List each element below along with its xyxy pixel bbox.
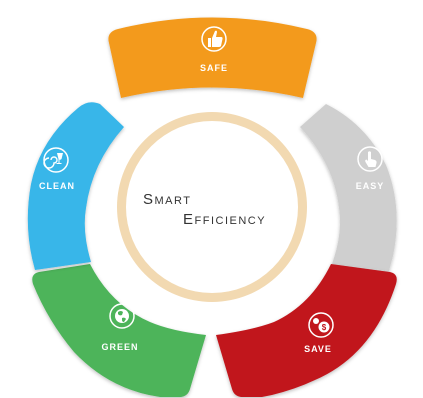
segment-save-shape <box>216 264 397 397</box>
safe-label: SAFE <box>200 63 228 73</box>
center-title-line2: Efficiency <box>183 211 266 228</box>
tap-hand-icon <box>357 146 383 172</box>
coin-large <box>318 321 330 333</box>
easy-icon-badge <box>357 146 383 172</box>
thumbs-up-icon <box>201 26 227 52</box>
center-disc <box>126 121 298 293</box>
glass-swirl-icon <box>43 147 69 173</box>
save-icon-badge: $ <box>308 312 334 338</box>
globe-icon <box>109 303 135 329</box>
segment-clean <box>27 102 124 270</box>
segment-safe <box>108 17 317 98</box>
coins-dollar-icon <box>308 312 334 338</box>
globe-continents <box>118 311 126 322</box>
segment-green <box>32 264 206 397</box>
clean-icon-badge <box>43 147 69 173</box>
green-icon-badge <box>109 303 135 329</box>
globe-glyph <box>115 309 129 323</box>
center-title-line1: Smart <box>143 191 191 208</box>
dollar-glyph: $ <box>322 323 327 332</box>
segment-clean-shape <box>27 102 124 270</box>
segment-safe-shape <box>108 17 317 98</box>
swirl-glyph <box>43 156 58 169</box>
segment-save <box>216 264 397 397</box>
clean-label: CLEAN <box>39 181 75 191</box>
glass-glyph <box>56 153 63 164</box>
safe-icon-badge <box>201 26 227 52</box>
thumbs-up-glyph <box>208 30 223 47</box>
segment-green-shape <box>32 264 206 397</box>
segment-easy-shape <box>300 104 397 271</box>
easy-label: EASY <box>356 181 385 191</box>
center-hub: Smart Efficiency <box>117 112 307 302</box>
tap-hand-glyph <box>365 151 377 167</box>
coin-small <box>313 318 319 324</box>
segment-easy <box>300 104 397 271</box>
save-label: SAVE <box>304 344 332 354</box>
green-label: GREEN <box>101 342 138 352</box>
